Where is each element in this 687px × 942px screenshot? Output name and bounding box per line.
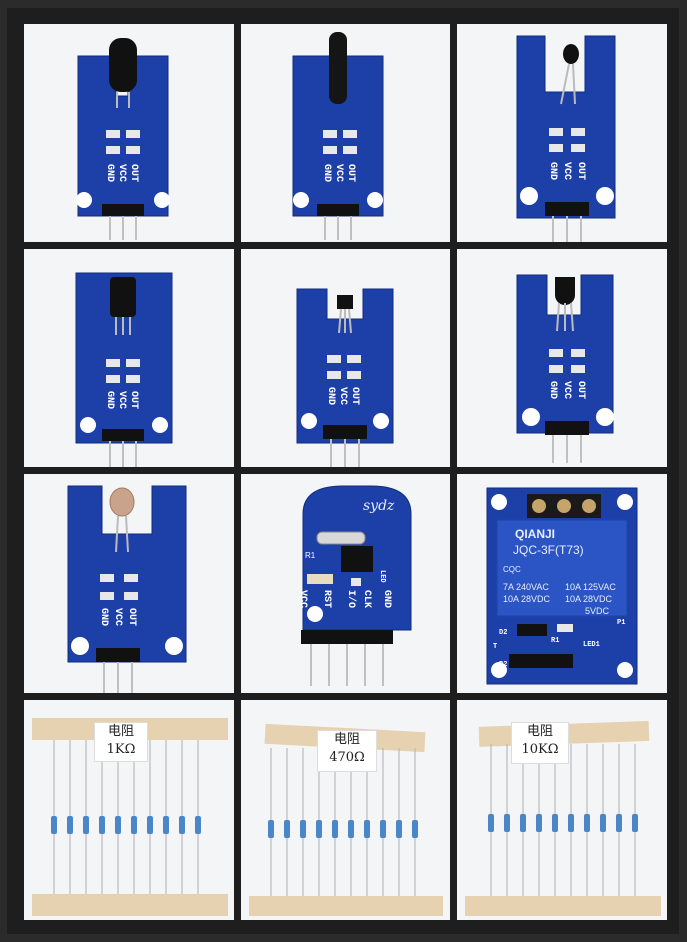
pin-label: VCC xyxy=(112,608,123,626)
sensor-module-illustration: GND VCC OUT xyxy=(75,272,173,467)
label-line: 电阻 xyxy=(333,732,360,747)
pin-label: GND xyxy=(104,164,115,182)
pin-label: I/O xyxy=(345,590,357,608)
pin-label: OUT xyxy=(575,381,586,399)
value-label-card: 电阻 10KΩ xyxy=(511,722,569,764)
resistance-value: 10KΩ xyxy=(521,742,559,757)
pin-label: GND xyxy=(104,391,115,409)
relay-spec: 10A 28VDC xyxy=(503,594,551,604)
rtc-module-illustration: sydz R1 LED VCC RST I/O CLK GND xyxy=(297,485,412,686)
rtc-module-photo: sydz R1 LED VCC RST I/O CLK GND xyxy=(241,474,450,693)
value-label-card: 电阻 1KΩ xyxy=(94,722,148,762)
relay-module-illustration: QIANJI JQC-3F(T73) CQC 7A 240VAC 10A 28V… xyxy=(486,487,638,685)
resistance-value: 1KΩ xyxy=(106,742,136,757)
pin-label: GND xyxy=(547,162,558,180)
photoresistor-module-photo: GND VCC OUT xyxy=(24,474,234,693)
pin-label: VCC xyxy=(333,164,344,182)
sensor-module-photo-6: GND VCC OUT xyxy=(457,249,667,467)
sensor-module-photo-4: GND VCC OUT xyxy=(24,249,234,467)
sensor-module-illustration: GND VCC OUT xyxy=(292,32,384,240)
sensor-module-illustration: GND VCC OUT xyxy=(516,35,616,242)
sensor-module-photo-5: GND VCC OUT xyxy=(241,249,450,467)
pin-label: RST xyxy=(321,590,332,608)
pin-label: GND xyxy=(547,381,558,399)
brand-logo: sydz xyxy=(363,498,395,514)
sensor-module-illustration: GND VCC OUT xyxy=(67,485,187,693)
pin-label: OUT xyxy=(126,608,137,626)
pin-label: VCC xyxy=(116,391,127,409)
resistor-pack-photo-3: 电阻 10KΩ xyxy=(457,700,667,920)
relay-brand: QIANJI xyxy=(515,527,555,541)
sensor-module-illustration: GND VCC OUT xyxy=(296,288,394,467)
sensor-module-photo-3: GND VCC OUT xyxy=(457,24,667,242)
sensor-module-photo-2: GND VCC OUT xyxy=(241,24,450,242)
label-line: 电阻 xyxy=(107,724,134,739)
pin-label: VCC xyxy=(561,162,572,180)
led-label: LED xyxy=(378,570,386,583)
resistor-pack-photo-1: 电阻 1KΩ xyxy=(24,700,234,920)
board-label: P2 xyxy=(499,661,507,669)
product-photo-grid: GND VCC OUT GND VCC OUT xyxy=(7,8,679,934)
pin-label: VCC xyxy=(297,590,308,608)
board-label: LED1 xyxy=(583,641,600,649)
r1-label: R1 xyxy=(305,551,316,560)
pin-label: OUT xyxy=(128,391,139,409)
resistor-strip-illustration xyxy=(32,718,228,916)
board-label: D2 xyxy=(499,629,507,637)
relay-model: JQC-3F(T73) xyxy=(513,543,584,557)
sensor-module-illustration: GND VCC OUT xyxy=(76,38,170,240)
relay-spec: 10A 125VAC xyxy=(565,582,616,592)
pin-label: VCC xyxy=(116,164,127,182)
sensor-module-photo-1: GND VCC OUT xyxy=(24,24,234,242)
relay-coil: 5VDC xyxy=(585,606,610,616)
board-label: R1 xyxy=(551,637,559,645)
label-line: 电阻 xyxy=(526,724,553,739)
relay-spec: 10A 28VDC xyxy=(565,594,613,604)
board-label: P1 xyxy=(617,619,625,627)
pin-label: OUT xyxy=(128,164,139,182)
pin-label: GND xyxy=(321,164,332,182)
pin-label: VCC xyxy=(337,387,348,405)
pin-label: GND xyxy=(325,387,336,405)
board-label: T xyxy=(493,643,497,651)
value-label-card: 电阻 470Ω xyxy=(317,730,377,772)
sensor-module-illustration: GND VCC OUT xyxy=(516,274,614,463)
resistance-value: 470Ω xyxy=(329,750,365,765)
pin-label: CLK xyxy=(361,590,372,608)
cert-mark: CQC xyxy=(503,565,521,574)
relay-spec: 7A 240VAC xyxy=(503,582,549,592)
pin-label: OUT xyxy=(345,164,356,182)
pin-label: OUT xyxy=(575,162,586,180)
resistor-pack-photo-2: 电阻 470Ω xyxy=(241,700,450,920)
pin-label: GND xyxy=(98,608,109,626)
pin-label: VCC xyxy=(561,381,572,399)
pin-label: GND xyxy=(381,590,392,608)
pin-label: OUT xyxy=(349,387,360,405)
relay-module-photo: QIANJI JQC-3F(T73) CQC 7A 240VAC 10A 28V… xyxy=(457,474,667,693)
